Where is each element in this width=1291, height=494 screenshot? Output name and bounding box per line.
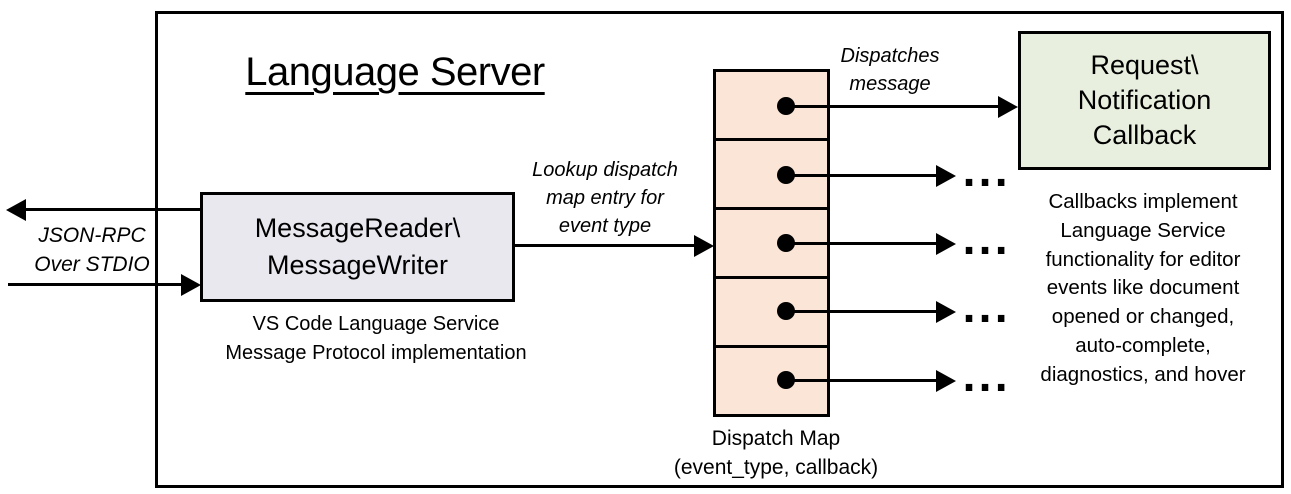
lookup-label-line3: event type [558,215,652,237]
dispatch-map-cell [716,279,827,348]
dispatch-arrow-5-head-icon [936,370,956,392]
stdio-label-line1: JSON-RPC [38,224,146,247]
dispatch-map-cell [716,210,827,279]
request-notification-callback-box: Request\ Notification Callback [1018,31,1271,170]
dispatch-map-caption-line1: Dispatch Map [711,427,841,450]
message-box-caption-line1: VS Code Language Service [252,313,500,335]
callbacks-note-line: events like document [1046,276,1240,300]
dispatches-label: Dispatches message [824,42,956,98]
message-box-caption: VS Code Language Service Message Protoco… [191,310,561,368]
stdio-input-arrow-line [8,283,183,286]
stdio-label: JSON-RPC Over STDIO [16,221,168,279]
dispatch-arrow-4-line [786,310,938,313]
callbacks-note-line: functionality for editor [1045,247,1241,271]
dispatch-arrow-1-head-icon [998,96,1018,118]
dispatch-arrow-3-line [786,242,938,245]
callbacks-note: Callbacks implement Language Service fun… [997,188,1289,390]
callback-box-line1: Request\ [1090,50,1199,80]
message-writer-line: MessageWriter [266,250,449,280]
dispatch-arrow-1-line [786,105,1000,108]
dispatch-map-cell [716,141,827,210]
callbacks-note-line: Language Service [1060,218,1226,242]
dispatches-label-line2: message [849,73,931,95]
message-reader-writer-box: MessageReader\ MessageWriter [200,192,515,302]
callbacks-note-line: diagnostics, and hover [1040,362,1246,386]
dispatch-map-caption-line2: (event_type, callback) [673,456,879,479]
ellipsis: ... [962,152,1011,195]
lookup-arrowhead-icon [694,235,714,257]
dispatches-label-line1: Dispatches [840,45,940,67]
dispatch-arrow-4-head-icon [936,301,956,323]
lookup-label-line2: map entry for [546,187,664,209]
dispatch-arrow-3-head-icon [936,233,956,255]
dispatch-arrow-5-line [786,379,938,382]
dispatch-arrow-2-head-icon [936,165,956,187]
lookup-label: Lookup dispatch map entry for event type [513,156,697,240]
dispatch-map-caption: Dispatch Map (event_type, callback) [664,424,888,482]
lookup-arrow-line [514,244,696,247]
stdio-output-arrow-line [24,208,202,211]
callbacks-note-line: auto-complete, [1075,333,1211,357]
callback-box-line2: Notification [1077,85,1212,115]
dispatch-map-cell [716,72,827,141]
callbacks-note-line: opened or changed, [1051,305,1235,329]
diagram-title: Language Server [245,50,545,94]
callbacks-note-line: Callbacks implement [1048,190,1238,213]
stdio-label-line2: Over STDIO [34,253,150,276]
callback-box-line3: Callback [1092,120,1197,150]
message-box-caption-line2: Message Protocol implementation [225,342,527,364]
dispatch-arrow-2-line [786,174,938,177]
message-reader-line: MessageReader\ [254,213,461,243]
stdio-output-arrowhead-icon [6,199,26,221]
lookup-label-line1: Lookup dispatch [532,159,678,181]
stdio-input-arrowhead-icon [181,274,201,296]
